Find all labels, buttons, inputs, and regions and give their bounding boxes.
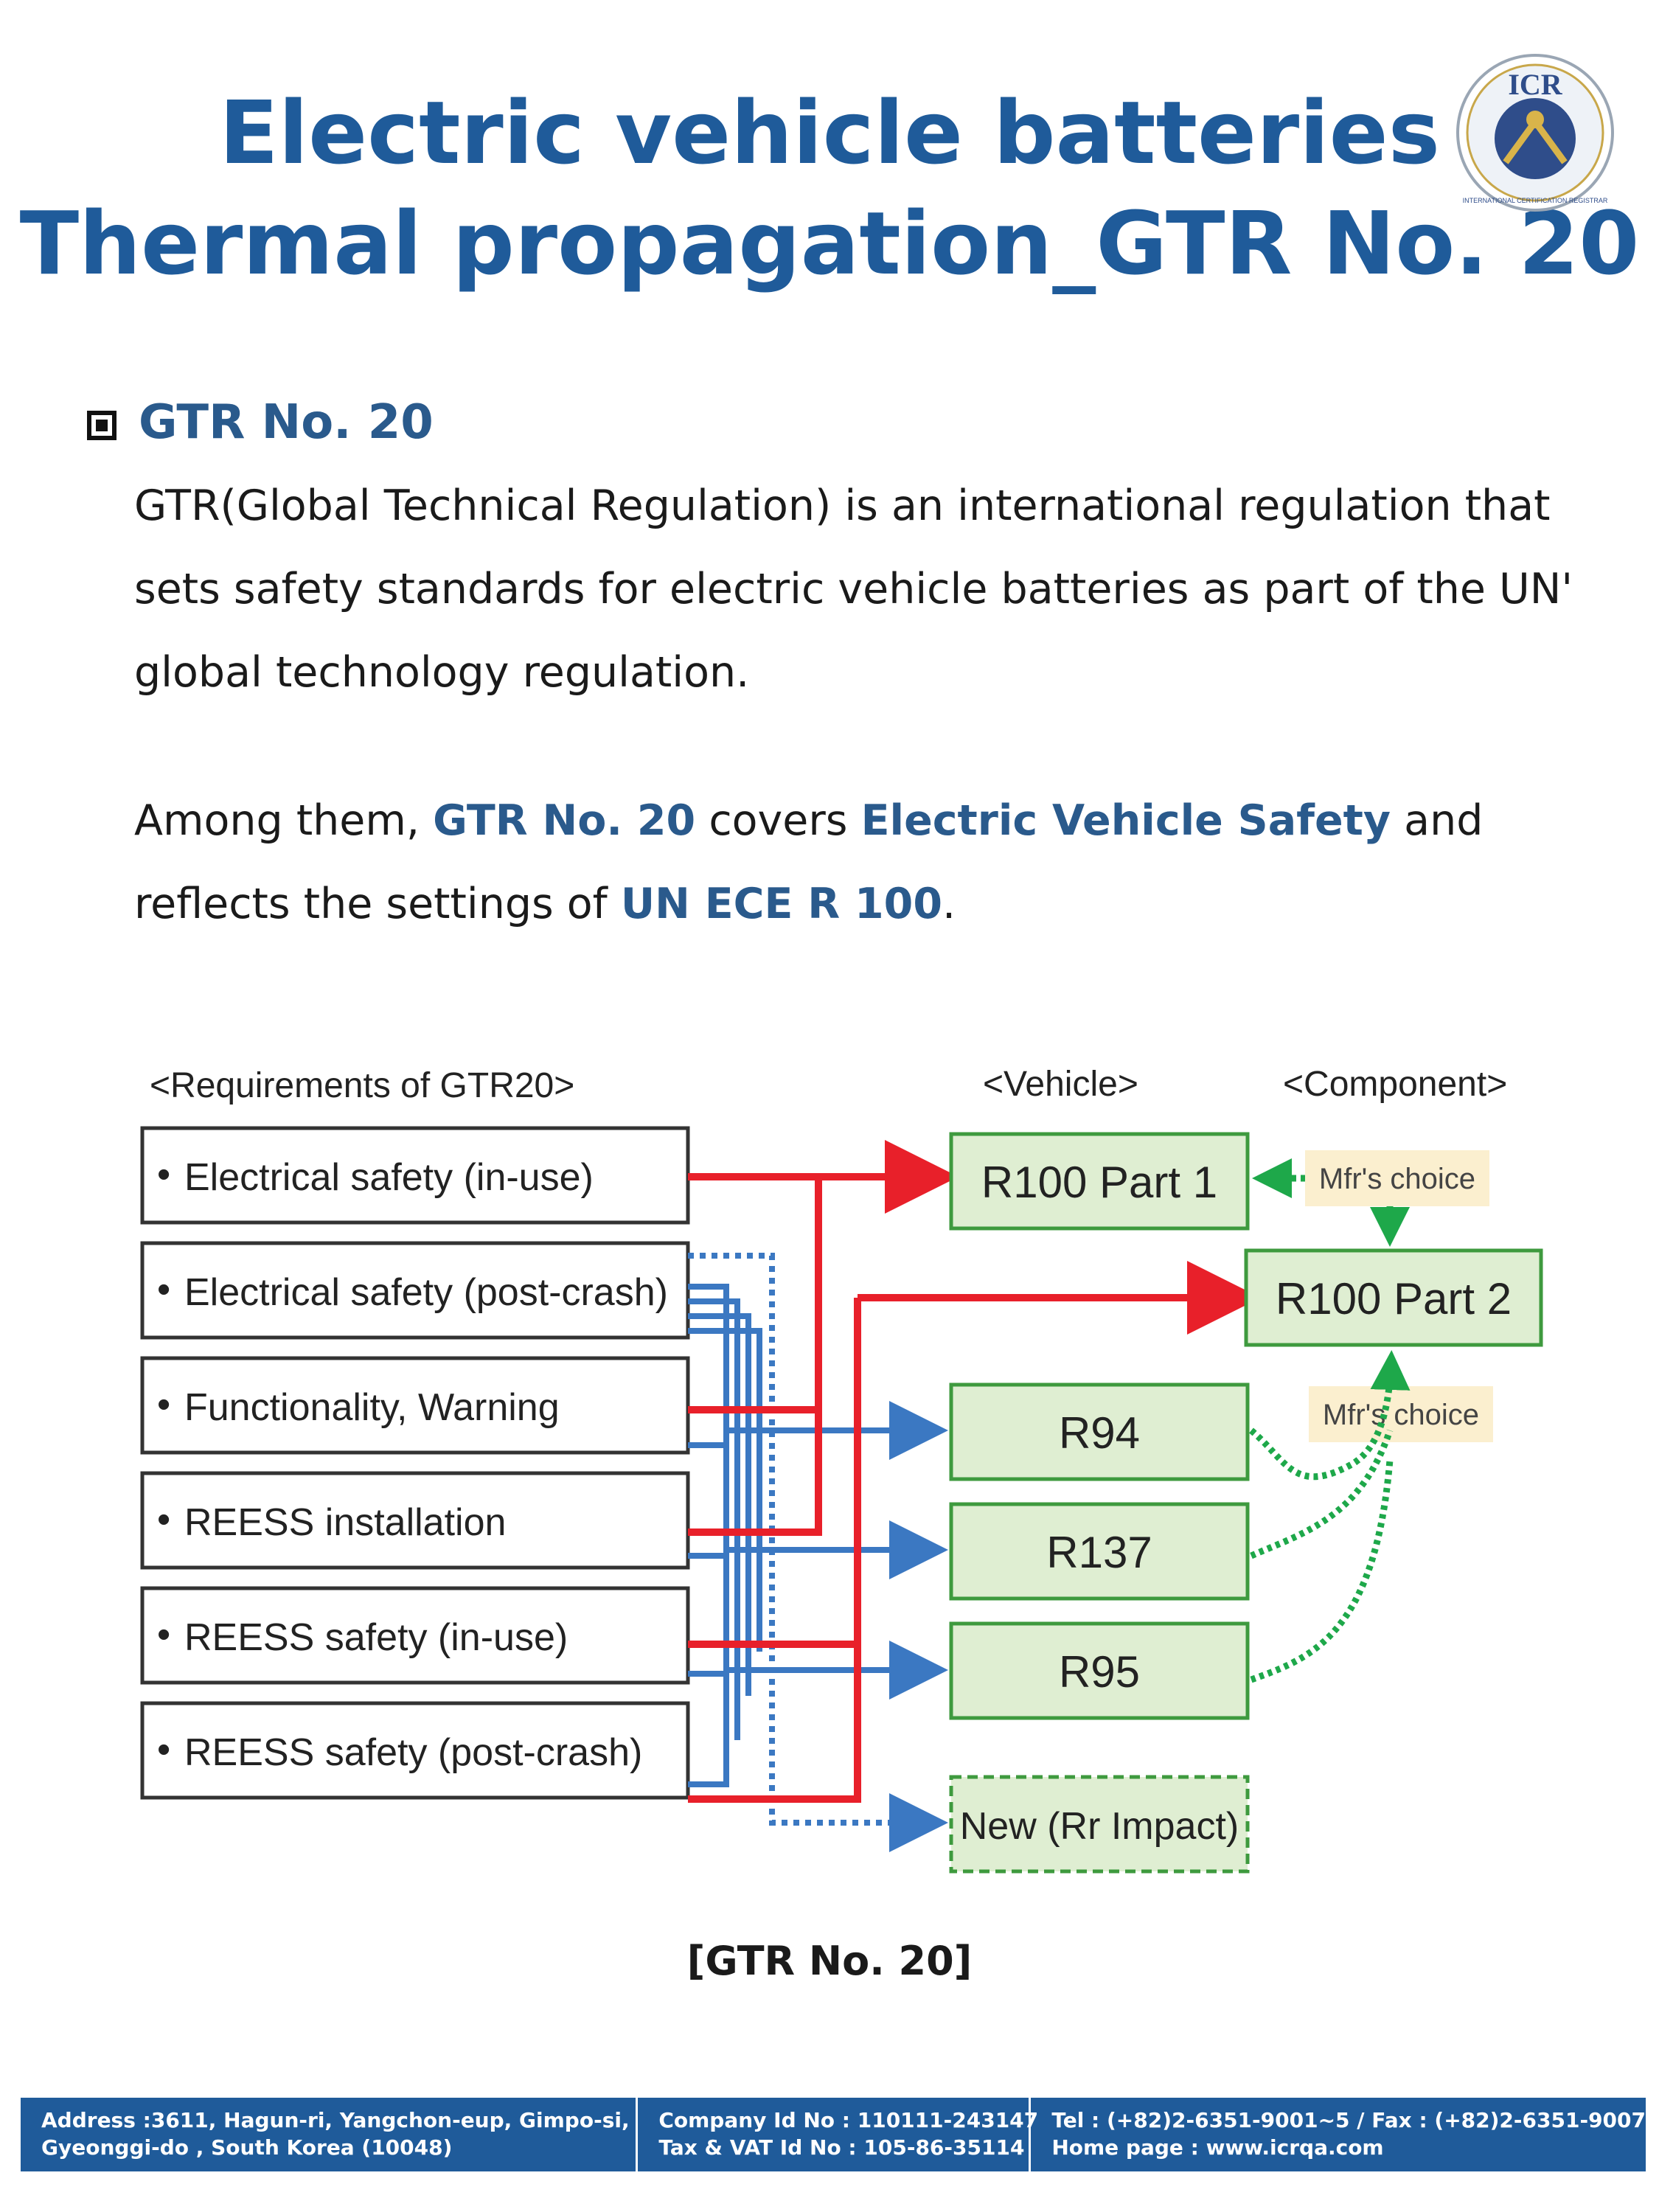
vehicle-box-r94: R94 <box>949 1382 1250 1481</box>
requirement-4: • REESS installation <box>140 1471 690 1570</box>
summary-text-2: covers <box>695 796 861 845</box>
footer-address-line2: Gyeonggi-do , South Korea (10048) <box>41 2135 453 2160</box>
requirement-label: REESS safety (in-use) <box>184 1616 568 1659</box>
summary-paragraph: Among them, GTR No. 20 covers Electric V… <box>134 779 1616 946</box>
component-header: <Component> <box>1283 1065 1507 1104</box>
vehicle-header: <Vehicle> <box>983 1065 1138 1104</box>
svg-text:Mfr's choice: Mfr's choice <box>1323 1399 1479 1431</box>
summary-text-4: . <box>942 880 956 928</box>
vehicle-box-r100-part1: R100 Part 1 <box>949 1132 1250 1231</box>
svg-text:R100 Part 1: R100 Part 1 <box>981 1158 1217 1207</box>
svg-text:R94: R94 <box>1059 1408 1140 1458</box>
bullet-icon: • <box>157 1383 170 1426</box>
summary-bold-gtr: GTR No. 20 <box>433 796 696 845</box>
section-heading: GTR No. 20 <box>87 389 434 456</box>
footer-contact-line2: Home page : www.icrqa.com <box>1051 2135 1384 2160</box>
svg-text:R100 Part 2: R100 Part 2 <box>1276 1274 1512 1324</box>
diagram-caption: [GTR No. 20] <box>686 1938 973 1984</box>
bullet-icon: • <box>157 1728 170 1771</box>
requirement-label: Electrical safety (post-crash) <box>184 1271 668 1314</box>
bullet-icon: • <box>157 1153 170 1196</box>
footer: Address :3611, Hagun-ri, Yangchon-eup, G… <box>21 2098 1646 2171</box>
requirement-label: REESS safety (post-crash) <box>184 1731 642 1774</box>
vehicle-box-new-rr-impact: New (Rr Impact) <box>949 1775 1250 1874</box>
svg-text:New (Rr Impact): New (Rr Impact) <box>960 1805 1239 1848</box>
footer-company-line2: Tax & VAT Id No : 105-86-35114 <box>658 2135 1025 2160</box>
mfr-choice-note-2: Mfr's choice <box>1309 1386 1493 1442</box>
page-title-line1: Electric vehicle batteries <box>219 82 1440 184</box>
icr-logo: ICR INTERNATIONAL CERTIFICATION REGISTRA… <box>1456 54 1614 212</box>
requirement-2: • Electrical safety (post-crash) <box>140 1241 690 1340</box>
footer-address-line1: Address :3611, Hagun-ri, Yangchon-eup, G… <box>41 2108 630 2132</box>
svg-text:R137: R137 <box>1046 1528 1152 1577</box>
requirement-label: Electrical safety (in-use) <box>184 1156 594 1199</box>
page-title-line2: Thermal propagation_GTR No. 20 <box>19 192 1640 294</box>
footer-company-line1: Company Id No : 110111-243147 <box>658 2108 1039 2132</box>
bullet-icon: • <box>157 1498 170 1541</box>
requirements-header: <Requirements of GTR20> <box>150 1066 574 1105</box>
requirement-1: • Electrical safety (in-use) <box>140 1126 690 1225</box>
red-connectors <box>688 1140 1261 1803</box>
requirement-label: REESS installation <box>184 1501 506 1544</box>
vehicle-box-r95: R95 <box>949 1621 1250 1720</box>
summary-bold-ece: UN ECE R 100 <box>620 880 942 928</box>
component-box-r100-part2: R100 Part 2 <box>1244 1248 1543 1347</box>
requirement-3: • Functionality, Warning <box>140 1356 690 1455</box>
logo-ring-text: INTERNATIONAL CERTIFICATION REGISTRAR <box>1463 197 1608 204</box>
green-dotted-arrows <box>1249 1158 1411 1683</box>
bullet-icon: • <box>157 1268 170 1311</box>
section-heading-text: GTR No. 20 <box>139 395 434 450</box>
dotted-blue-connector <box>688 1253 948 1852</box>
square-bullet-icon <box>87 411 116 440</box>
summary-text-3: and reflects the settings of <box>134 796 1484 928</box>
vehicle-box-r137: R137 <box>949 1502 1250 1601</box>
logo-text: ICR <box>1508 68 1562 101</box>
bullet-icon: • <box>157 1613 170 1656</box>
intro-paragraph: GTR(Global Technical Regulation) is an i… <box>134 481 1573 697</box>
mfr-choice-note-1: Mfr's choice <box>1305 1150 1489 1206</box>
svg-text:Mfr's choice: Mfr's choice <box>1319 1163 1475 1195</box>
summary-text-1: Among them, <box>134 796 434 845</box>
requirement-6: • REESS safety (post-crash) <box>140 1701 690 1800</box>
requirement-5: • REESS safety (in-use) <box>140 1586 690 1685</box>
logo-globe-icon <box>1495 98 1576 179</box>
gtr20-diagram: <Requirements of GTR20> <Vehicle> <Compo… <box>140 1065 1543 1874</box>
requirement-label: Functionality, Warning <box>184 1386 560 1429</box>
footer-address: Address :3611, Hagun-ri, Yangchon-eup, G… <box>21 2098 639 2171</box>
svg-text:R95: R95 <box>1059 1647 1140 1697</box>
footer-contact: Tel : (+82)2-6351-9001~5 / Fax : (+82)2-… <box>1031 2098 1646 2171</box>
footer-contact-line1: Tel : (+82)2-6351-9001~5 / Fax : (+82)2-… <box>1051 2108 1646 2132</box>
summary-bold-ev-safety: Electric Vehicle Safety <box>860 796 1391 845</box>
footer-company: Company Id No : 110111-243147 Tax & VAT … <box>638 2098 1039 2171</box>
